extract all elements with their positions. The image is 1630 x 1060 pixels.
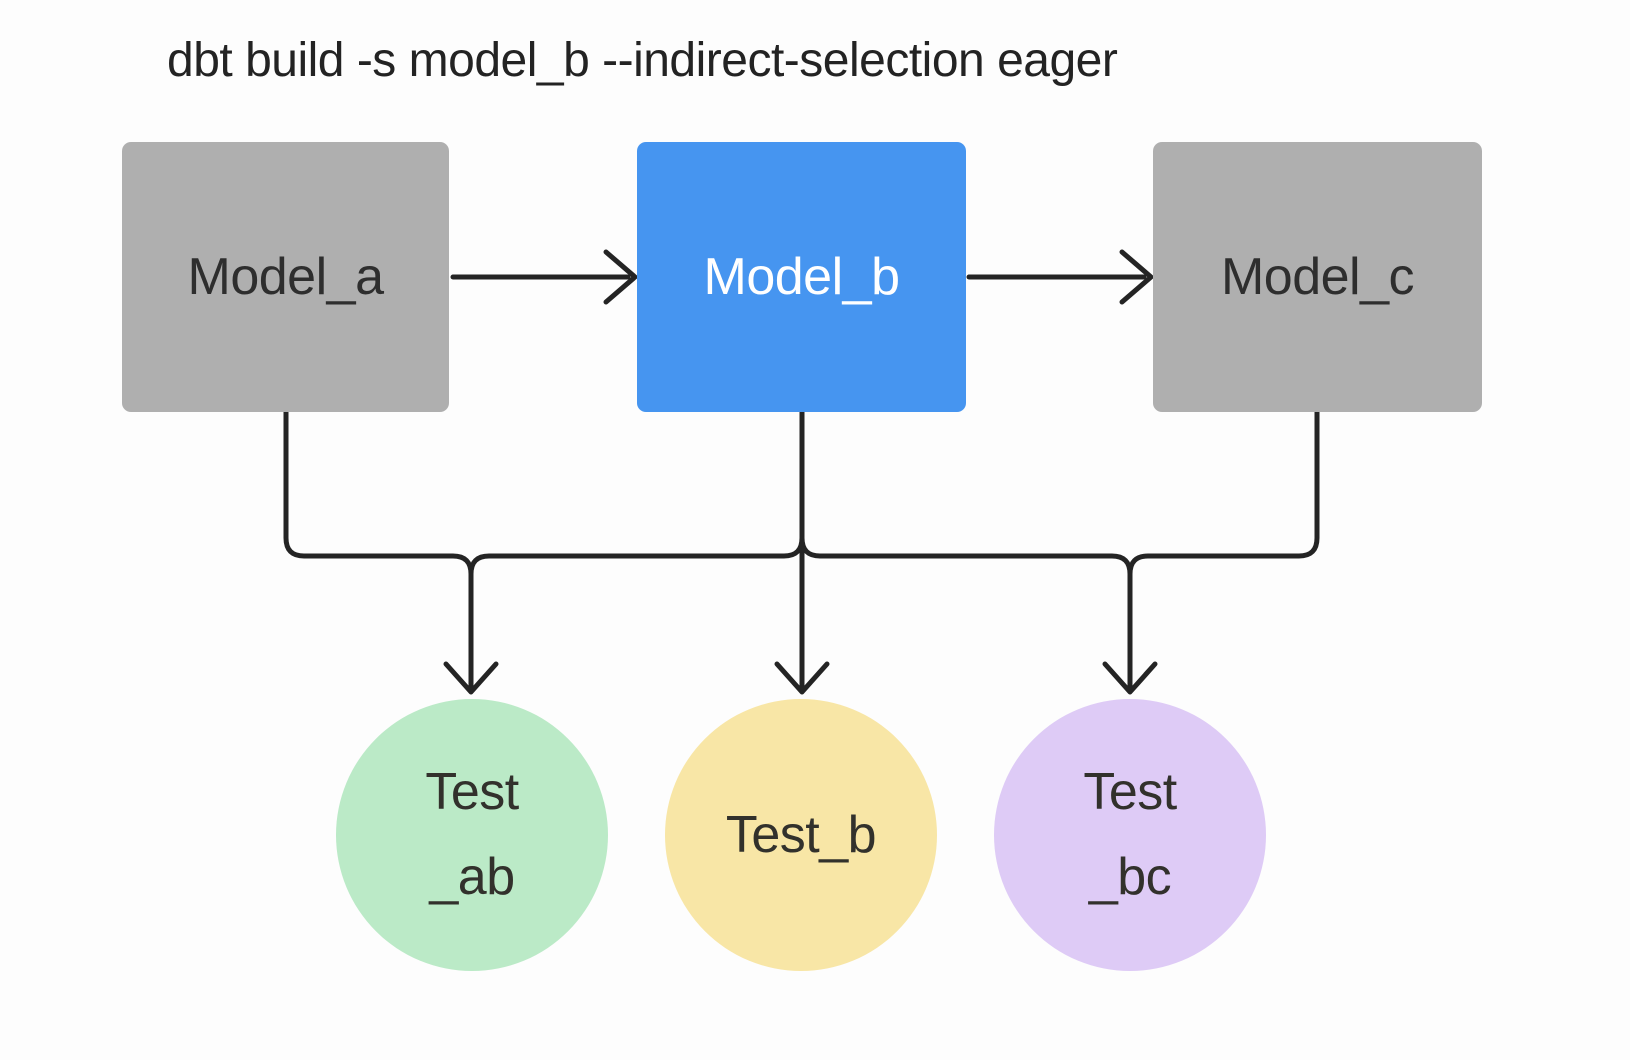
node-test-bc-label-line1: Test	[1083, 763, 1177, 821]
node-test-bc: Test _bc	[994, 699, 1266, 971]
edge-model-c-to-bus	[1127, 409, 1320, 577]
node-test-bc-label-line2: _bc	[1088, 848, 1172, 906]
arrowhead-test-ab	[443, 661, 499, 695]
arrowhead-model-b	[603, 249, 638, 305]
node-model-b: Model_b	[637, 142, 966, 412]
node-test-b: Test_b	[665, 699, 937, 971]
arrowhead-model-c	[1119, 249, 1154, 305]
arrowhead-test-bc	[1102, 661, 1158, 695]
diagram-title: dbt build -s model_b --indirect-selectio…	[167, 34, 1118, 87]
node-model-c-label: Model_c	[1220, 248, 1415, 306]
node-model-b-label: Model_b	[703, 248, 900, 306]
node-model-c: Model_c	[1153, 142, 1482, 412]
node-test-ab: Test _ab	[336, 699, 608, 971]
edge-model-a-to-bus	[283, 409, 474, 689]
node-test-ab-label-line1: Test	[425, 763, 519, 821]
node-model-a: Model_a	[122, 142, 449, 412]
node-model-a-label: Model_a	[187, 248, 384, 306]
arrowhead-test-b	[774, 661, 830, 695]
bus-segment-left	[468, 535, 805, 577]
node-test-b-label-line1: Test_b	[725, 805, 877, 864]
node-test-ab-label-line2: _ab	[429, 848, 515, 906]
bus-segment-right	[799, 535, 1133, 577]
